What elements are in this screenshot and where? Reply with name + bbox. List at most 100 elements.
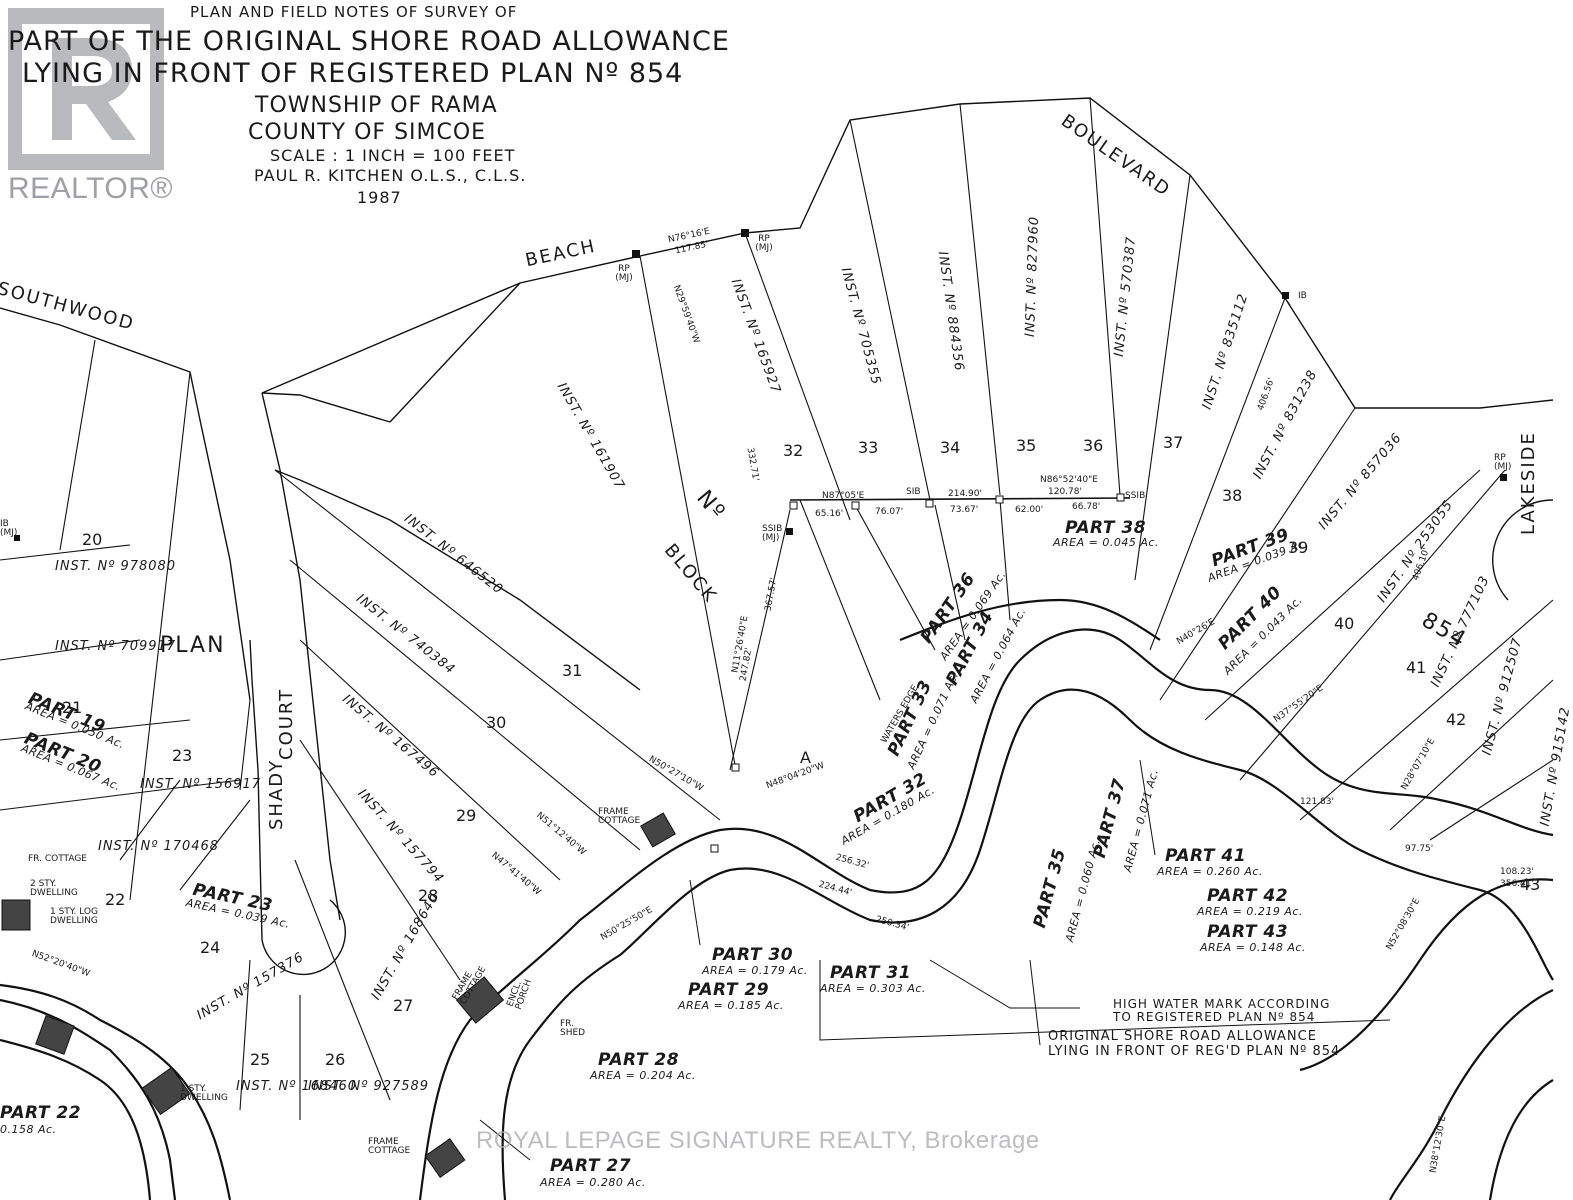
part-label: PART 43: [1207, 922, 1289, 942]
log-dwelling-note: 1 STY. LOG DWELLING: [50, 907, 98, 926]
lot-number: 37: [1163, 433, 1184, 452]
bearing-label: N86°52'40"E: [1040, 475, 1098, 485]
year-label: 1987: [357, 188, 402, 207]
shady-court-west: [261, 392, 341, 921]
part-area: 0.158 Ac.: [0, 1123, 57, 1136]
lot-number: 24: [200, 938, 221, 957]
survey-marker-label: RP (MJ): [1494, 453, 1512, 472]
survey-marker-label: IB: [1298, 291, 1307, 301]
part-area: AREA = 0.204 Ac.: [590, 1069, 696, 1082]
lot-number: 35: [1016, 436, 1037, 455]
distance-label: 73.67': [950, 505, 979, 515]
lot-number: 41: [1406, 658, 1427, 677]
distance-label: 66.78': [1072, 502, 1101, 512]
inst-label: INST. Nº 168460: [236, 1079, 358, 1094]
fr-shed-note: FR. SHED: [560, 1019, 586, 1038]
part-label: PART 41: [1165, 846, 1247, 866]
inst-label: INST. Nº 927589: [308, 1079, 430, 1094]
brokerage-watermark: ROYAL LEPAGE SIGNATURE REALTY, Brokerage: [476, 1127, 1040, 1154]
lot-number: 33: [858, 438, 879, 457]
lot-number: 25: [250, 1050, 271, 1069]
frame-cottage-note: FRAME COTTAGE: [598, 807, 641, 826]
lot-number: 42: [1446, 710, 1467, 729]
block-letter: A: [800, 748, 811, 767]
realtor-logo-icon: [8, 8, 164, 170]
surveyor-label: PAUL R. KITCHEN O.L.S., C.L.S.: [254, 166, 527, 185]
distance-label: 65.16': [815, 509, 844, 519]
block-a-boundary: [389, 282, 521, 423]
southwood-boundary: [0, 307, 251, 701]
survey-marker-label: IB (MJ): [0, 519, 18, 538]
part-label: PART 29: [688, 980, 770, 1000]
lot-number: 27: [393, 996, 414, 1015]
distance-label: 356.41': [1500, 879, 1534, 889]
street-lakeside: LAKESIDE: [1518, 431, 1539, 535]
hwm-note-2: TO REGISTERED PLAN Nº 854: [1113, 1010, 1316, 1024]
dwelling-note: 2 STY. DWELLING: [30, 879, 78, 898]
lot-number: 31: [562, 661, 583, 680]
lot-number: 34: [940, 438, 961, 457]
part-area: AREA = 0.045 Ac.: [1053, 536, 1159, 549]
title-line-2: LYING IN FRONT OF REGISTERED PLAN Nº 854: [22, 58, 684, 89]
lot-number: 28: [418, 886, 439, 905]
survey-marker-label: RP (MJ): [755, 234, 773, 253]
lot-number: 29: [456, 806, 477, 825]
part-label: PART 30: [712, 945, 794, 965]
distance-label: 76.07': [875, 507, 904, 517]
shore-allowance-upper: [0, 628, 1554, 1200]
inst-label: INST. Nº 978080: [55, 559, 177, 574]
plan-label: PLAN: [160, 633, 226, 658]
lot-number: 39: [1288, 538, 1309, 557]
inst-label: INST. Nº 709917: [55, 639, 177, 654]
lot-number: 23: [172, 746, 193, 765]
lot-number: 26: [325, 1050, 346, 1069]
township-label: TOWNSHIP OF RAMA: [255, 93, 498, 118]
lot-number: 30: [486, 713, 507, 732]
part-area: AREA = 0.280 Ac.: [540, 1176, 646, 1189]
street-court: COURT: [276, 687, 297, 760]
one-sty-dwelling-note: 1 STY. DWELLING: [180, 1084, 228, 1103]
part-label: PART 31: [830, 963, 912, 983]
part-area: AREA = 0.179 Ac.: [702, 964, 808, 977]
survey-marker-label: RP (MJ): [615, 264, 633, 283]
part-area: AREA = 0.185 Ac.: [678, 999, 784, 1012]
part-label: PART 27: [550, 1156, 632, 1176]
title-line-1: PART OF THE ORIGINAL SHORE ROAD ALLOWANC…: [8, 26, 730, 57]
inst-label: INST. Nº 170468: [98, 839, 220, 854]
shore-allowance-lower: [0, 688, 1554, 1200]
bearing-label: N87°05'E: [822, 491, 865, 501]
hwm-note-1: HIGH WATER MARK ACCORDING: [1113, 997, 1331, 1011]
scale-label: SCALE : 1 INCH = 100 FEET: [270, 146, 516, 165]
lot-number: 43: [1520, 875, 1541, 894]
part-label: PART 28: [598, 1050, 680, 1070]
high-water-mark: [1299, 878, 1554, 1200]
inst-label: INST. Nº 156917: [140, 777, 262, 792]
lot-number: 38: [1222, 486, 1243, 505]
inst-label: INST. Nº 827960: [1022, 215, 1043, 338]
shady-court-bulb: [249, 639, 347, 976]
lot-number: 21: [62, 698, 83, 717]
survey-marker-label: SSIB (MJ): [762, 524, 783, 543]
distance-label: 214.90': [948, 489, 982, 499]
distance-label: 62.00': [1015, 505, 1044, 515]
distance-label: 121.83': [1300, 797, 1334, 807]
lot-number: 40: [1334, 614, 1355, 633]
lot-number: 32: [783, 441, 804, 460]
distance-label: 108.23': [1500, 867, 1534, 877]
distance-label: 97.75': [1405, 844, 1434, 854]
survey-marker-label: SIB: [906, 487, 921, 497]
lot-number: 36: [1083, 436, 1104, 455]
part-area: AREA = 0.260 Ac.: [1157, 865, 1263, 878]
part-area: AREA = 0.148 Ac.: [1200, 941, 1306, 954]
realtor-wordmark: REALTOR®: [8, 172, 174, 205]
part-label: PART 22: [0, 1103, 82, 1123]
distance-label: 120.78': [1048, 487, 1082, 497]
osra-note-1: ORIGINAL SHORE ROAD ALLOWANCE: [1048, 1029, 1317, 1044]
lot-number: 20: [82, 530, 103, 549]
osra-note-2: LYING IN FRONT OF REG'D PLAN Nº 854: [1048, 1044, 1341, 1059]
survey-marker-label: SSIB: [1125, 491, 1146, 501]
title-line-0: PLAN AND FIELD NOTES OF SURVEY OF: [190, 3, 518, 21]
street-shady: SHADY: [266, 758, 287, 830]
frame-cottage-note: FRAME COTTAGE: [368, 1137, 411, 1156]
lakeside-bulb: [1492, 499, 1554, 601]
